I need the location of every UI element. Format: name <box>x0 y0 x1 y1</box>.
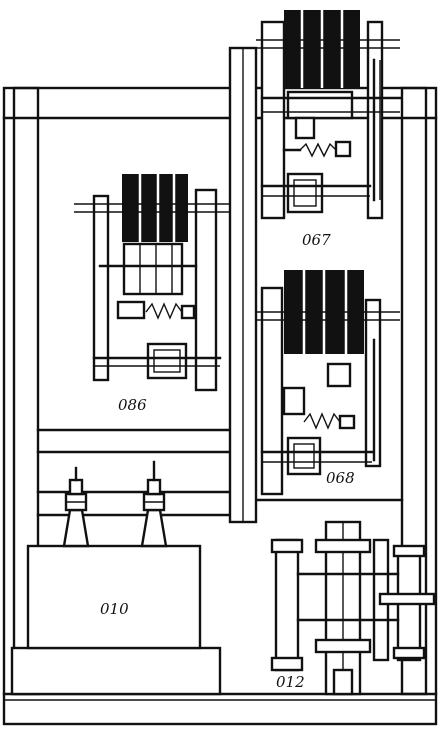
label-010: 010 <box>100 600 129 618</box>
terminal-block-012 <box>270 520 436 696</box>
relay-086 <box>74 174 230 392</box>
bushing-icon <box>62 466 90 548</box>
bushing-icon <box>140 460 168 548</box>
label-068: 068 <box>326 469 355 487</box>
label-012: 012 <box>276 673 305 691</box>
label-086: 086 <box>118 396 147 414</box>
relay-067 <box>256 10 402 220</box>
relay-068 <box>256 270 400 496</box>
mounting-plate <box>228 46 258 524</box>
transformer-010 <box>10 460 222 696</box>
coil-icon <box>122 174 188 242</box>
label-067: 067 <box>302 231 331 249</box>
